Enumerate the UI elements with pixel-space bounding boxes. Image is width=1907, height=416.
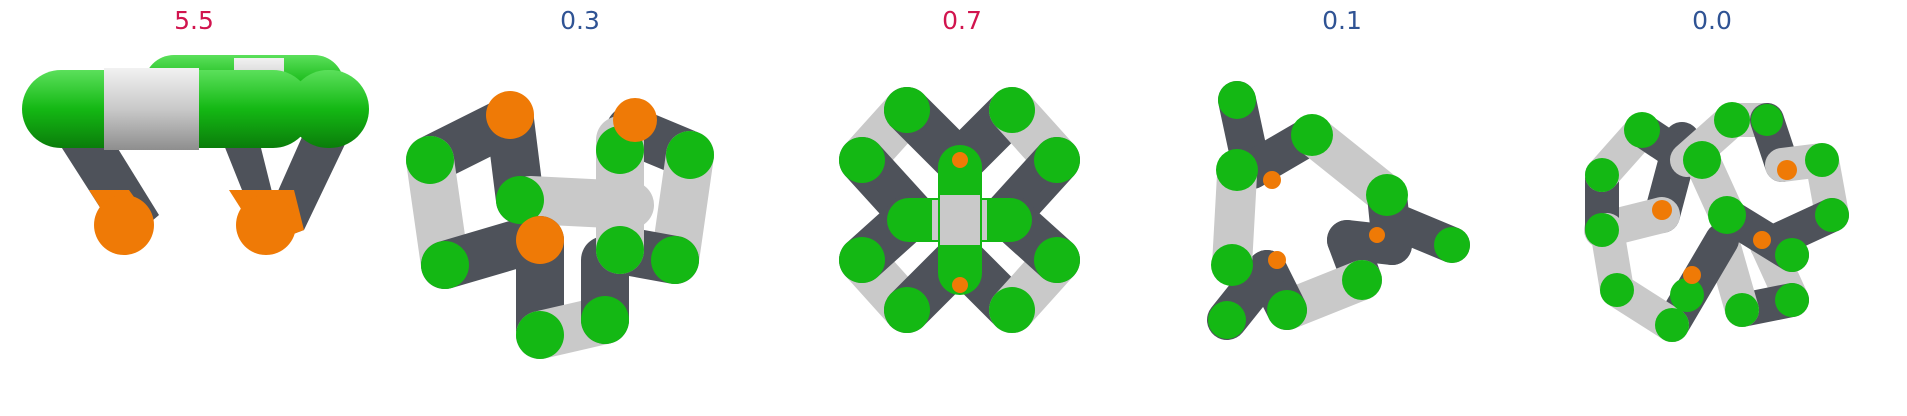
molecule-structure-3 (839, 87, 1080, 333)
molecule-panel-3: 0.7 (772, 0, 1152, 416)
molecule-panel-5: 0.0 (1522, 0, 1902, 416)
molecule-structure-1 (22, 55, 369, 255)
molecule-structure-2 (406, 91, 714, 359)
score-label-1: 5.5 (174, 6, 214, 35)
score-label-2: 0.3 (560, 6, 600, 35)
score-label-4: 0.1 (1322, 6, 1362, 35)
molecule-structure-4 (1207, 81, 1470, 340)
molecule-panel-1: 5.5 (4, 0, 384, 416)
molecule-panel-2: 0.3 (390, 0, 770, 416)
molecule-panel-4: 0.1 (1152, 0, 1532, 416)
score-label-5: 0.0 (1692, 6, 1732, 35)
score-label-3: 0.7 (942, 6, 982, 35)
molecule-structure-5 (1584, 102, 1849, 342)
